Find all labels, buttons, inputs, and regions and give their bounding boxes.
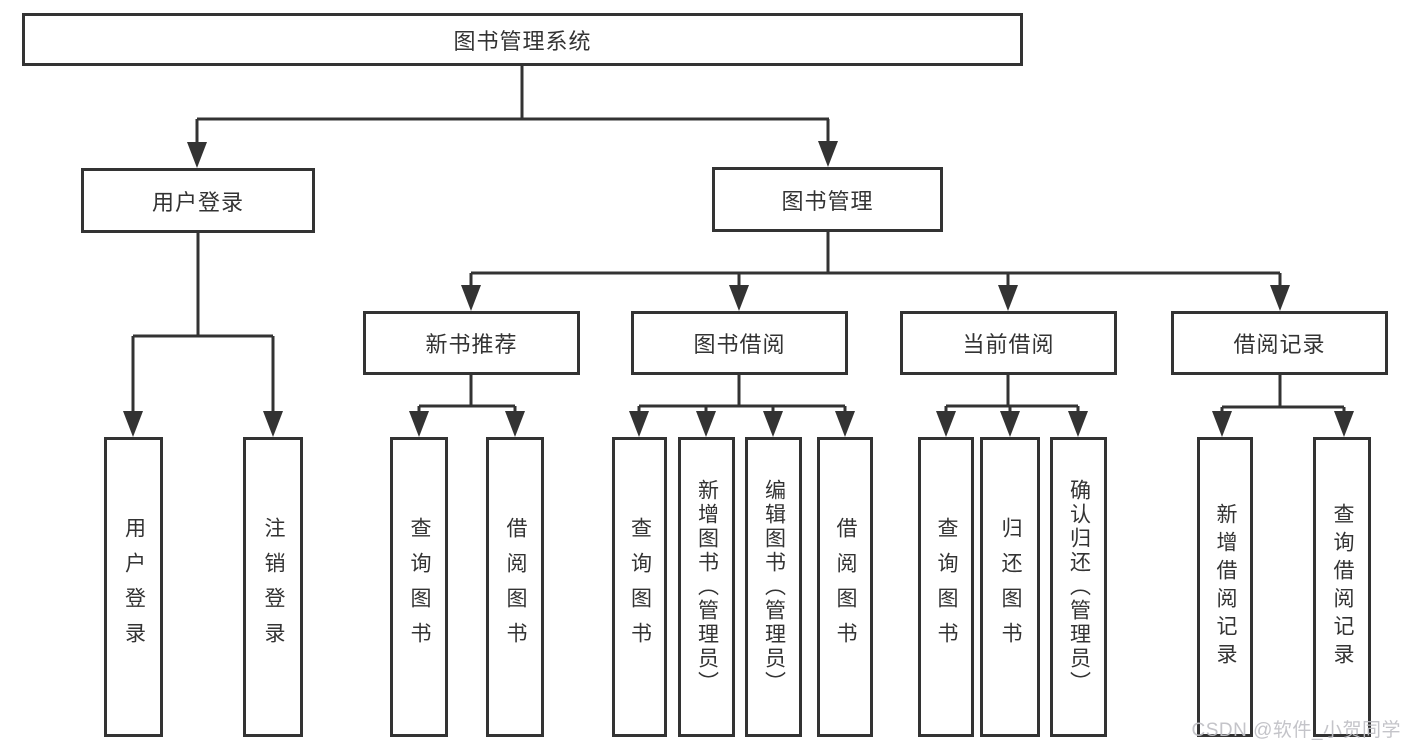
leaf-borrow-book-2: 借阅图书 [817, 437, 873, 737]
node-book-management: 图书管理 [712, 167, 943, 232]
node-borrow-records: 借阅记录 [1171, 311, 1388, 375]
node-current-borrow: 当前借阅 [900, 311, 1117, 375]
leaf-confirm-return-admin: 确认归还（管理员） [1050, 437, 1107, 737]
node-new-book-recommend: 新书推荐 [363, 311, 580, 375]
leaf-add-borrow-record: 新增借阅记录 [1197, 437, 1253, 737]
leaf-query-borrow-record: 查询借阅记录 [1313, 437, 1371, 737]
leaf-borrow-book-1: 借阅图书 [486, 437, 544, 737]
leaf-logout: 注销登录 [243, 437, 303, 737]
leaf-query-book-3: 查询图书 [918, 437, 974, 737]
leaf-user-login: 用户登录 [104, 437, 163, 737]
node-book-borrow: 图书借阅 [631, 311, 848, 375]
node-user-login: 用户登录 [81, 168, 315, 233]
leaf-query-book-2: 查询图书 [612, 437, 667, 737]
leaf-query-book-1: 查询图书 [390, 437, 448, 737]
leaf-edit-book-admin: 编辑图书（管理员） [745, 437, 802, 737]
csdn-watermark: CSDN @软件_小贺同学 [1191, 720, 1401, 741]
leaf-add-book-admin: 新增图书（管理员） [678, 437, 735, 737]
leaf-return-book: 归还图书 [980, 437, 1040, 737]
node-root-library-system: 图书管理系统 [22, 13, 1023, 66]
